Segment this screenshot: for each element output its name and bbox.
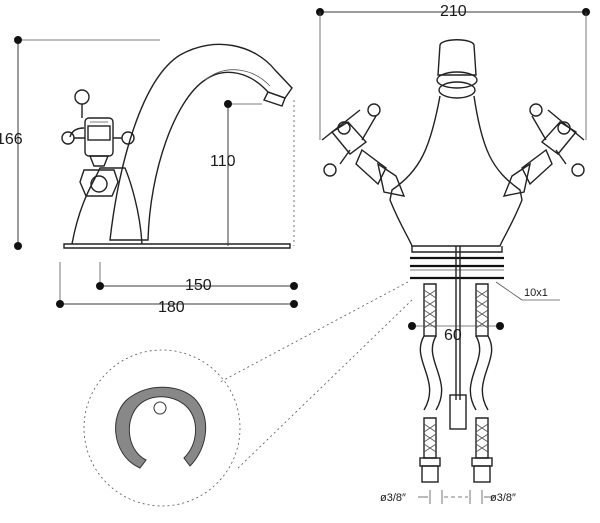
side-base: [63, 243, 291, 249]
front-body: [389, 95, 523, 247]
mounting-nut: [449, 394, 467, 430]
spout-outlet: [263, 91, 286, 107]
dim-166-top-dot: [14, 36, 22, 44]
front-view: 210: [316, 3, 590, 504]
detail-callout: [83, 281, 413, 507]
washer-note-label: 10x1: [524, 287, 548, 299]
front-right-handle: [502, 103, 585, 197]
dim-180-label: 180: [158, 299, 185, 316]
dim-180-left-dot: [56, 300, 64, 308]
dim-60-label: 60: [444, 327, 462, 344]
washer-hole-icon: [153, 401, 167, 415]
dim-180-right-dot: [290, 300, 298, 308]
dim-60-right-dot: [496, 322, 504, 330]
dim-210-label: 210: [440, 3, 467, 20]
dim-150-right-dot: [290, 282, 298, 290]
dim-166-label: 166: [0, 131, 23, 148]
spout-outline: [109, 43, 293, 241]
dim-110-label: 110: [210, 153, 236, 170]
left-hose-top: [423, 283, 437, 337]
thread-left-label: ø3/8″: [380, 492, 406, 504]
dim-110-top-dot: [224, 100, 232, 108]
front-left-handle: [321, 103, 406, 197]
side-body: [71, 167, 143, 245]
thread-right-label: ø3/8″: [490, 492, 516, 504]
dim-166-bottom-dot: [14, 242, 22, 250]
washer-clip-icon: [115, 386, 207, 469]
dim-150-label: 150: [185, 277, 212, 294]
right-hose-top: [475, 283, 489, 337]
dim-60-left-dot: [408, 322, 416, 330]
front-spout: [437, 39, 477, 76]
detail-circle: [83, 349, 241, 507]
side-handle: [61, 89, 135, 197]
dim-150-left-dot: [96, 282, 104, 290]
spout-inner-line: [204, 69, 271, 87]
side-view: 166 110 150 180: [0, 36, 298, 316]
